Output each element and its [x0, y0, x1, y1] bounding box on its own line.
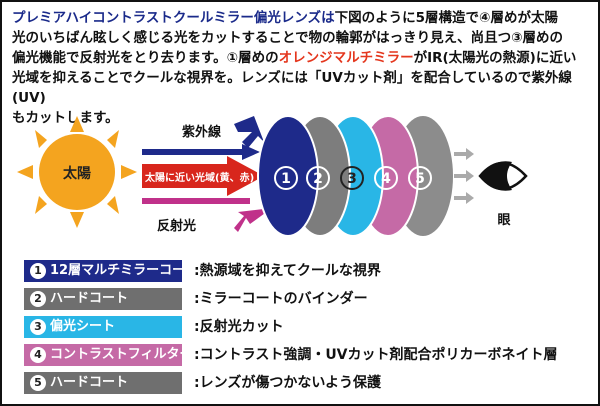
reflect-bounce-arrow: [234, 208, 272, 232]
legend-tag-2: 2 ハードコート: [24, 288, 182, 310]
uv-label: 紫外線: [182, 124, 222, 140]
legend-desc: :コントラスト強調・UVカット剤配合ポリカーボネイト層: [194, 347, 558, 363]
ir-arrow: [142, 156, 264, 196]
legend-desc: :レンズが傷つかないよう保護: [194, 375, 382, 391]
uv-reflect-arrow: [234, 116, 264, 148]
legend-desc: :熱源域を抑えてクールな視界: [194, 263, 381, 279]
reflect-arrow: [142, 198, 250, 204]
legend-desc: :ミラーコートのバインダー: [194, 291, 368, 307]
legend-row-5: 5 ハードコート :レンズが傷つかないよう保護: [24, 372, 584, 394]
layer-number-4: 4: [381, 171, 391, 187]
intro-text-part: 下図のように5層構造で④層めが太陽: [334, 10, 558, 26]
legend-tag-label: コントラストフィルター: [50, 347, 182, 362]
legend-num: 2: [30, 290, 46, 307]
layer-number-2: 2: [313, 171, 323, 187]
legend-row-1: 1 12層マルチミラーコート :熱源域を抑えてクールな視界: [24, 260, 584, 282]
intro-product-name: プレミアハイコントラストクールミラー偏光レンズは: [12, 10, 335, 26]
intro-highlight: オレンジマルチミラー: [278, 50, 414, 66]
lens-layer-1: [257, 115, 319, 237]
intro-text-part: もカットします。: [12, 110, 119, 126]
eye-icon: [478, 161, 528, 191]
legend-row-3: 3 偏光シート :反射光カット: [24, 316, 584, 338]
lens-structure-diagram: 太陽 紫外線 太陽に近い光域(黄、赤) 反射光 1 2 3 4 5: [17, 115, 528, 237]
legend-tag-5: 5 ハードコート: [24, 372, 182, 394]
ir-label: 太陽に近い光域(黄、赤): [144, 171, 254, 184]
light-pass-arrows: [454, 148, 474, 204]
legend-num: 5: [30, 374, 46, 391]
legend-tag-label: ハードコート: [50, 291, 129, 306]
layer-number-5: 5: [415, 171, 425, 187]
legend-row-4: 4 コントラストフィルター :コントラスト強調・UVカット剤配合ポリカーボネイト層: [24, 344, 584, 366]
intro-text-part: 光のいちばん眩しく感じる光をカットすることで物の輪郭がはっきり見え、尚且つ③層め…: [12, 30, 564, 46]
intro-text-part: がIR(太陽光の熱源)に近い: [413, 50, 577, 66]
layer-number-3: 3: [347, 171, 357, 187]
legend-desc: :反射光カット: [194, 319, 284, 335]
intro-text-part: 光域を抑えることでクールな視界を。レンズには「UVカット剤」を配合しているので紫…: [12, 70, 572, 106]
reflect-label: 反射光: [157, 218, 196, 234]
legend-num: 1: [30, 262, 46, 279]
layer-number-1: 1: [281, 171, 291, 187]
uv-arrow: [142, 144, 260, 160]
legend-tag-4: 4 コントラストフィルター: [24, 344, 182, 366]
sun-icon: [17, 116, 137, 228]
legend-num: 3: [30, 318, 46, 335]
legend-tag-1: 1 12層マルチミラーコート: [24, 260, 182, 282]
sun-label: 太陽: [63, 165, 91, 182]
intro-text: プレミアハイコントラストクールミラー偏光レンズは下図のように5層構造で④層めが太…: [12, 8, 592, 128]
intro-text-part: 偏光機能で反射光をとり去ります。①層めの: [12, 50, 279, 66]
legend-tag-label: ハードコート: [50, 375, 129, 390]
legend-tag-3: 3 偏光シート: [24, 316, 182, 338]
legend-num: 4: [30, 346, 46, 363]
legend-row-2: 2 ハードコート :ミラーコートのバインダー: [24, 288, 584, 310]
legend-tag-label: 偏光シート: [50, 319, 116, 334]
legend-tag-label: 12層マルチミラーコート: [50, 263, 182, 278]
eye-label: 眼: [497, 213, 511, 228]
